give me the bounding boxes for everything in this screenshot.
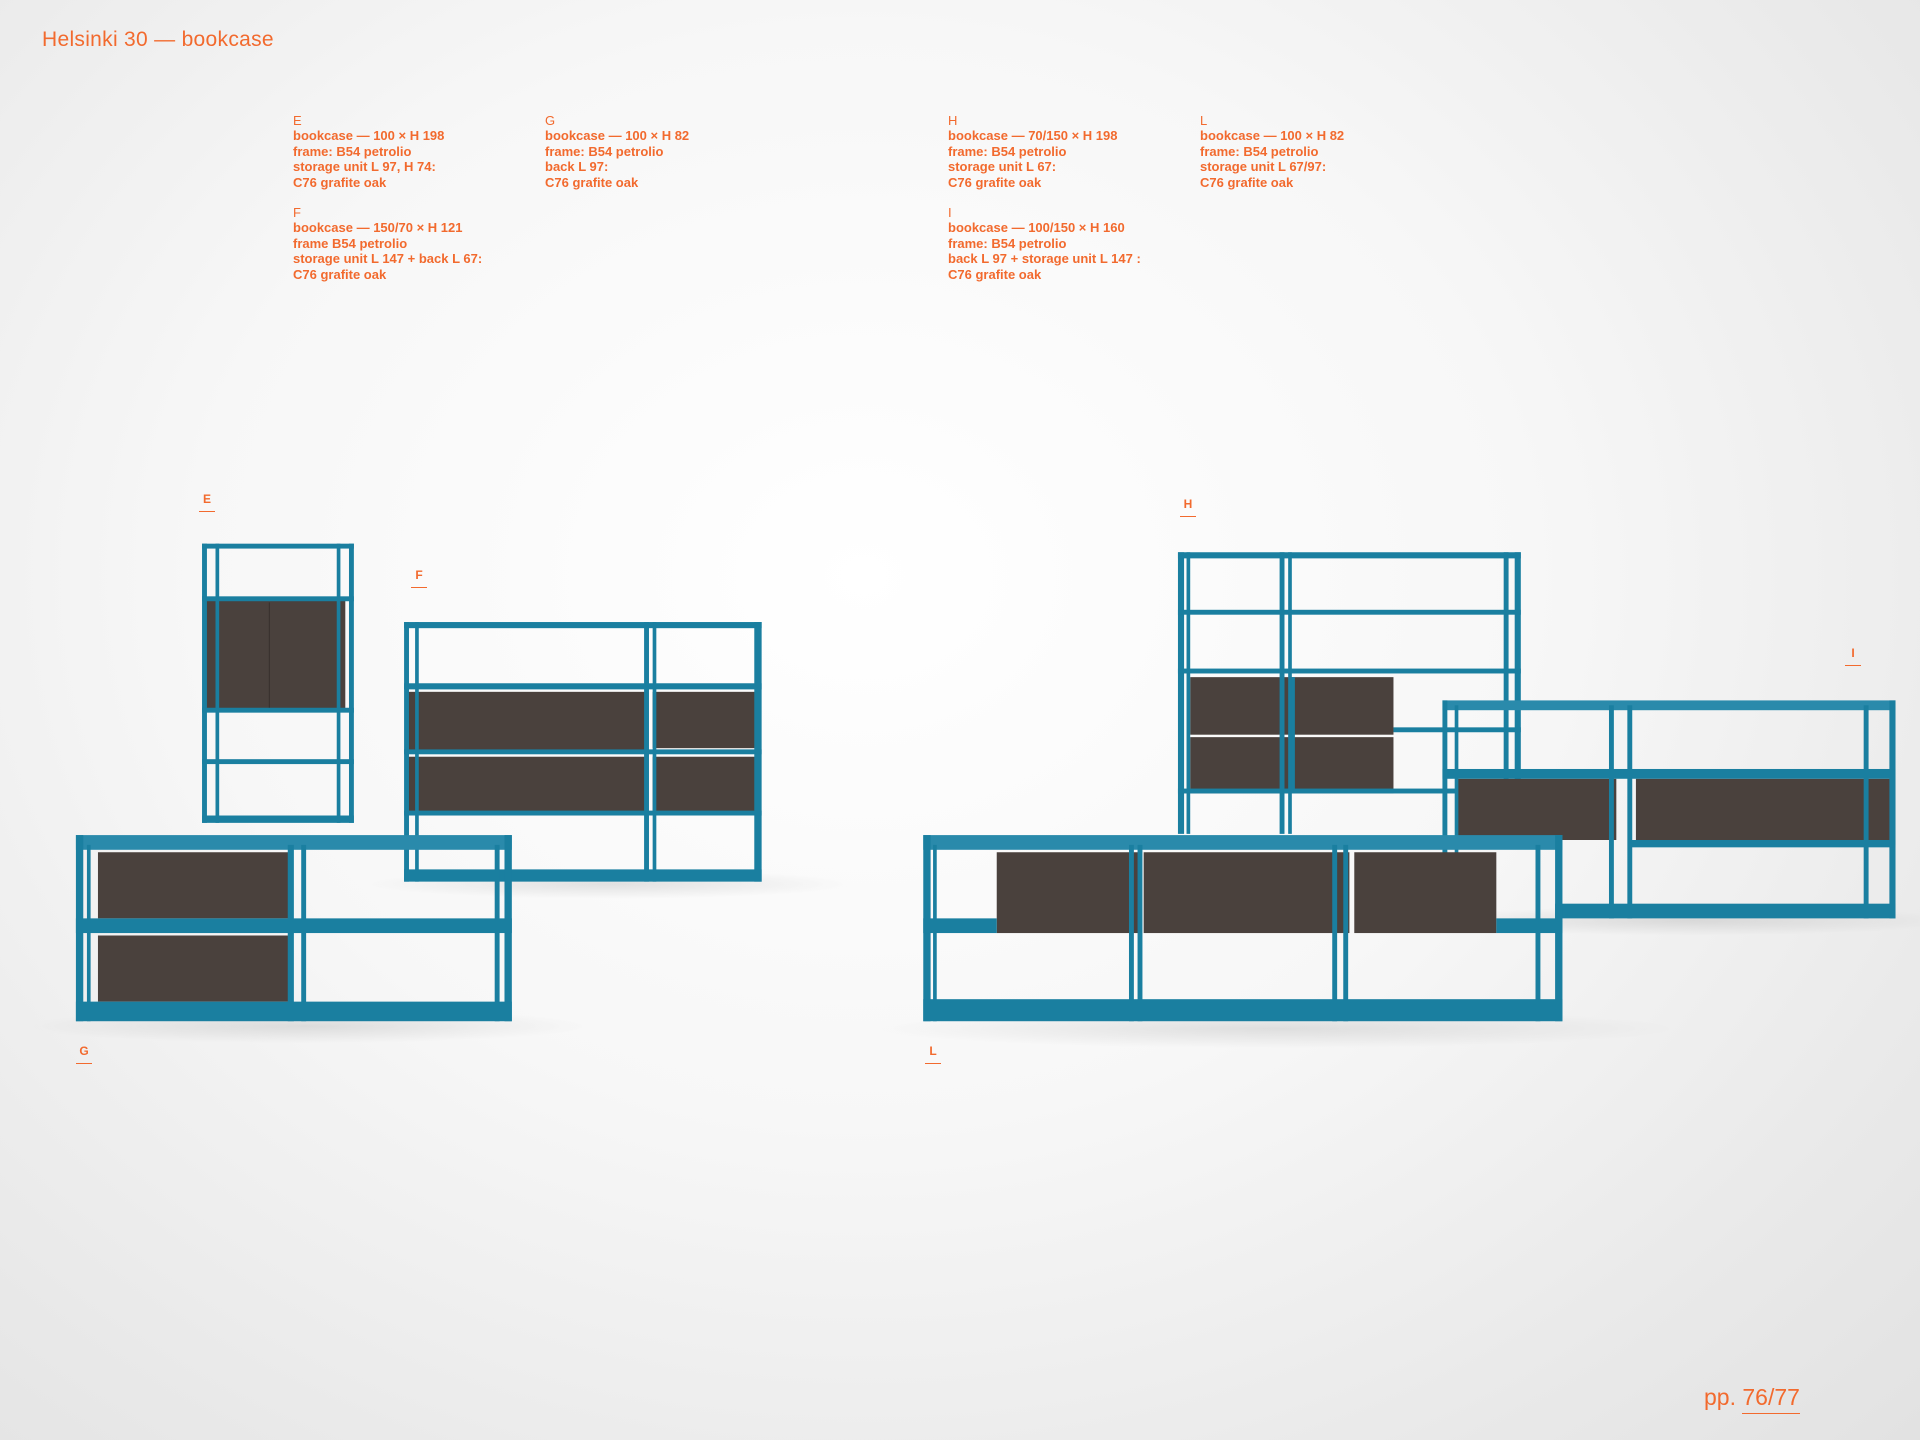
- spec-line: bookcase — 70/150 × H 198: [948, 128, 1118, 144]
- spec-g: G bookcase — 100 × H 82 frame: B54 petro…: [545, 113, 689, 190]
- spec-line: frame: B54 petrolio: [545, 143, 664, 159]
- spec-letter: I: [948, 205, 952, 220]
- spec-e: E bookcase — 100 × H 198 frame: B54 petr…: [293, 113, 444, 190]
- spec-letter: L: [1200, 113, 1208, 128]
- page-title: Helsinki 30 — bookcase: [42, 28, 274, 51]
- spec-line: frame: B54 petrolio: [293, 143, 412, 159]
- spec-letter: E: [293, 113, 302, 128]
- spec-line: frame B54 petrolio: [293, 235, 408, 251]
- spec-line: frame: B54 petrolio: [1200, 143, 1319, 159]
- spec-letter: G: [545, 113, 556, 128]
- page-prefix: pp.: [1704, 1384, 1736, 1410]
- spec-line: storage unit L 147 + back L 67:: [293, 251, 483, 267]
- image-label-g: G: [76, 1044, 92, 1064]
- image-label-h: H: [1180, 497, 1196, 517]
- spec-line: C76 grafite oak: [293, 266, 387, 282]
- spec-line: C76 grafite oak: [1200, 174, 1294, 190]
- page-numbers: 76/77: [1742, 1384, 1800, 1414]
- spec-line: bookcase — 100 × H 198: [293, 128, 445, 144]
- image-label-l: L: [925, 1044, 941, 1064]
- image-label-f: F: [411, 568, 427, 588]
- bookcase-f: [404, 622, 762, 882]
- spec-line: C76 grafite oak: [545, 174, 639, 190]
- image-label-i: I: [1845, 646, 1861, 666]
- spec-line: back L 97 + storage unit L 147 :: [948, 251, 1141, 267]
- spec-line: frame: B54 petrolio: [948, 143, 1067, 159]
- image-label-e: E: [199, 492, 215, 512]
- spec-h: H bookcase — 70/150 × H 198 frame: B54 p…: [948, 113, 1117, 190]
- spec-line: storage unit L 97, H 74:: [293, 159, 436, 175]
- spec-line: bookcase — 100/150 × H 160: [948, 220, 1125, 236]
- spec-line: storage unit L 67:: [948, 159, 1057, 175]
- bookcase-e: [202, 543, 354, 823]
- spec-letter: H: [948, 113, 958, 128]
- spec-line: C76 grafite oak: [948, 174, 1042, 190]
- bookcase-g: [75, 835, 512, 1022]
- spec-line: back L 97:: [545, 159, 609, 175]
- spec-i: I bookcase — 100/150 × H 160 frame: B54 …: [948, 205, 1141, 282]
- spec-line: C76 grafite oak: [293, 174, 387, 190]
- spec-l: L bookcase — 100 × H 82 frame: B54 petro…: [1200, 113, 1344, 190]
- spec-line: frame: B54 petrolio: [948, 235, 1067, 251]
- spec-line: storage unit L 67/97:: [1200, 159, 1327, 175]
- bookcase-h: [1177, 552, 1521, 834]
- bookcase-i: [1442, 700, 1896, 919]
- spec-line: bookcase — 100 × H 82: [1200, 128, 1345, 144]
- spec-line: C76 grafite oak: [948, 266, 1042, 282]
- bookcase-l: [923, 835, 1563, 1022]
- spec-f: F bookcase — 150/70 × H 121 frame B54 pe…: [293, 205, 482, 282]
- spec-letter: F: [293, 205, 301, 220]
- page-number: pp. 76/77: [1704, 1384, 1800, 1414]
- spec-line: bookcase — 100 × H 82: [545, 128, 690, 144]
- spec-line: bookcase — 150/70 × H 121: [293, 220, 463, 236]
